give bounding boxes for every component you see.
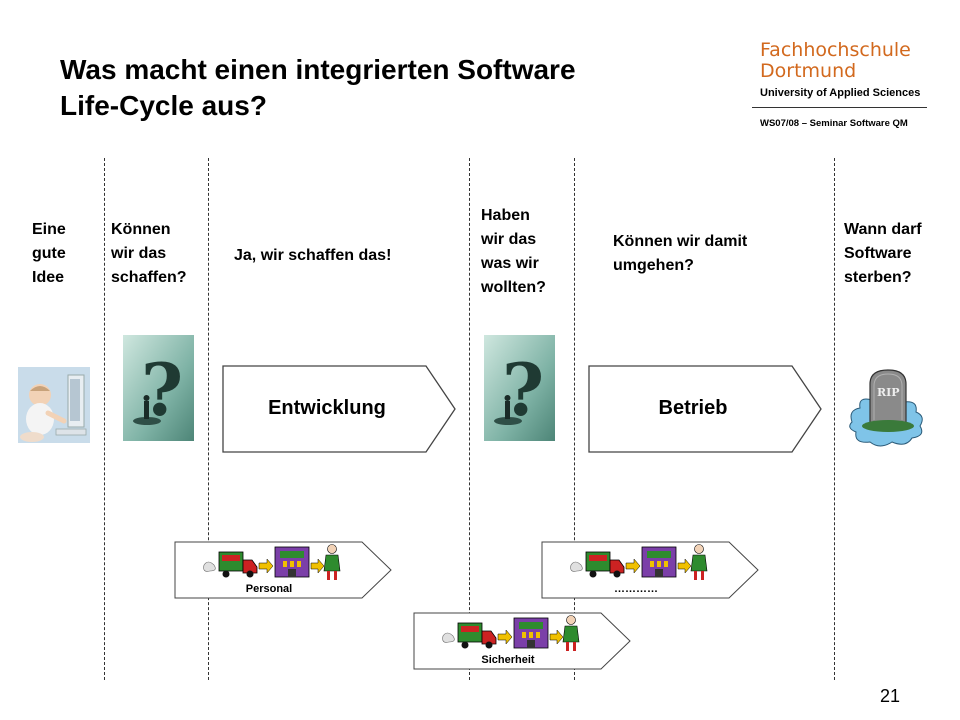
statement-yes-we-can: Ja, wir schaffen das!: [234, 247, 392, 264]
delivery-truck-icon: [442, 622, 497, 649]
logo-divider: [752, 107, 927, 108]
question-mark-image-2: ?: [484, 335, 555, 441]
question-can-we-handle-it: Können wir damit umgehen?: [613, 233, 748, 274]
logo-fachhochschule: Fachhochschule: [760, 39, 911, 61]
operation-phase-arrow: [588, 365, 822, 453]
question-when-may-software-die: Wann darf Software sterben?: [844, 221, 922, 286]
person-icon: [690, 544, 708, 580]
development-phase-label: Entwicklung: [268, 397, 386, 419]
divider-line-5: [834, 158, 835, 680]
process-more-label: …………: [614, 583, 658, 595]
building-icon: [274, 546, 310, 578]
divider-line-1: [104, 158, 105, 680]
page-title: Was macht einen integrierten Software Li…: [60, 52, 700, 124]
divider-line-3: [469, 158, 470, 680]
person-icon: [562, 615, 580, 651]
gravestone-image: RIP: [849, 369, 923, 447]
process-security-label: Sicherheit: [481, 654, 535, 666]
question-can-we-do-it: Können wir das schaffen?: [111, 221, 187, 286]
process-personnel-label: Personal: [245, 583, 293, 595]
arrow-right-icon: [258, 558, 274, 574]
process-personnel-arrow: [174, 541, 392, 599]
logo-dortmund: Dortmund: [760, 60, 857, 82]
process-security-arrow: [413, 612, 631, 670]
title-line-2: Life-Cycle aus?: [60, 90, 267, 121]
title-line-1: Was macht einen integrierten Software: [60, 54, 576, 85]
building-icon: [513, 617, 549, 649]
arrow-right-icon: [497, 629, 513, 645]
divider-line-2: [208, 158, 209, 680]
question-got-what-we-wanted: Haben wir das was wir wollten?: [481, 207, 546, 296]
course-label: WS07/08 – Seminar Software QM: [760, 118, 908, 129]
arrow-right-icon: [549, 629, 564, 645]
process-more-arrow: [541, 541, 759, 599]
development-phase-arrow: [222, 365, 456, 453]
delivery-truck-icon: [570, 551, 625, 578]
operation-phase-label: Betrieb: [658, 397, 728, 419]
arrow-right-icon: [625, 558, 641, 574]
page-number: 21: [880, 686, 901, 706]
divider-line-4: [574, 158, 575, 680]
svg-text:RIP: RIP: [877, 386, 900, 399]
building-icon: [641, 546, 677, 578]
baby-computer-image: [18, 367, 90, 443]
arrow-right-icon: [310, 558, 325, 574]
delivery-truck-icon: [203, 551, 258, 578]
person-icon: [323, 544, 341, 580]
logo-university: University of Applied Sciences: [760, 87, 921, 99]
arrow-right-icon: [677, 558, 692, 574]
question-mark-image-1: ?: [123, 335, 194, 441]
question-good-idea: Eine gute Idee: [32, 221, 66, 286]
